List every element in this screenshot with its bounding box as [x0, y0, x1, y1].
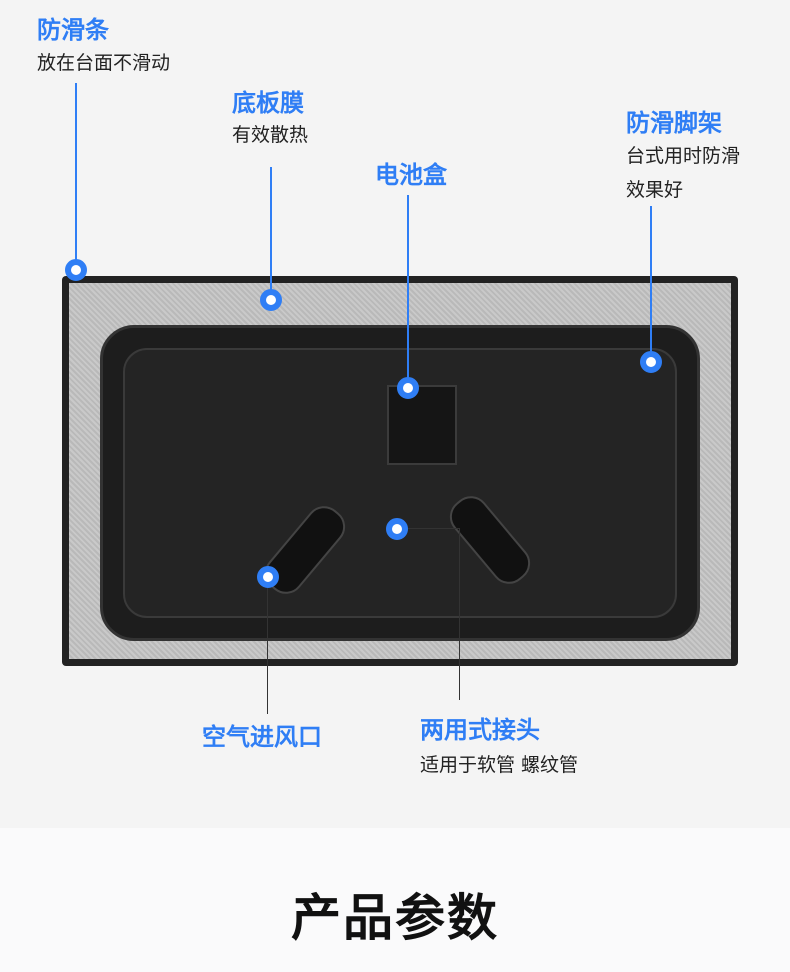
- callout-desc-anti-slip-feet-1: 台式用时防滑: [626, 145, 741, 167]
- callout-desc-anti-slip-feet-2: 效果好: [626, 179, 684, 201]
- callout-title-battery-box: 电池盒: [375, 161, 447, 189]
- callout-desc-anti-slip-strip: 放在台面不滑动: [37, 52, 171, 74]
- section-title: 产品参数: [291, 889, 499, 947]
- leader-line: [459, 528, 460, 700]
- leader-line: [407, 195, 409, 388]
- callout-title-anti-slip-feet: 防滑脚架: [626, 109, 722, 137]
- leader-line: [75, 83, 77, 270]
- marker-dot: [260, 289, 282, 311]
- leader-line: [650, 206, 652, 362]
- leader-line: [397, 528, 460, 529]
- marker-dot: [257, 566, 279, 588]
- callout-title-base-film: 底板膜: [232, 89, 304, 117]
- callout-title-anti-slip-strip: 防滑条: [37, 16, 109, 44]
- callout-title-dual-connector: 两用式接头: [420, 716, 540, 744]
- battery-box: [387, 385, 457, 465]
- callout-desc-dual-connector: 适用于软管 螺纹管: [420, 754, 579, 776]
- marker-dot: [386, 518, 408, 540]
- marker-dot: [640, 351, 662, 373]
- callout-desc-base-film: 有效散热: [232, 124, 309, 146]
- leader-line: [270, 167, 272, 300]
- params-section: [0, 828, 790, 972]
- marker-dot: [65, 259, 87, 281]
- burner-tray: [100, 325, 700, 641]
- marker-dot: [397, 377, 419, 399]
- air-inlet-right: [442, 488, 538, 592]
- leader-line: [267, 577, 268, 714]
- callout-title-air-inlet: 空气进风口: [202, 723, 322, 751]
